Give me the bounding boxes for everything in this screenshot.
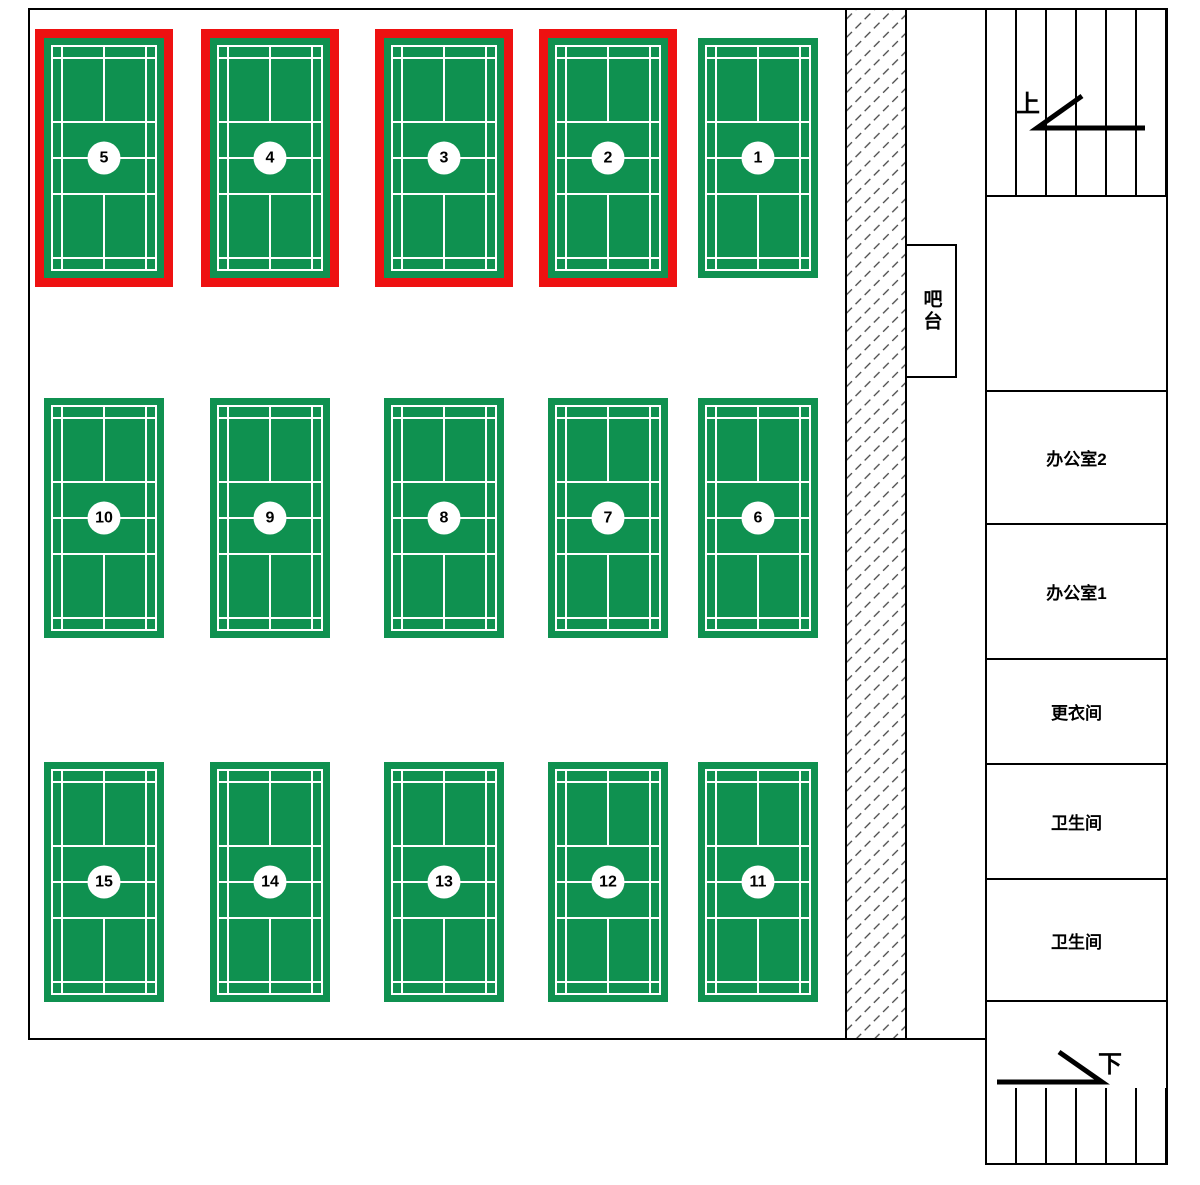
- court-12[interactable]: 12: [548, 762, 668, 1002]
- court-lines: [705, 405, 811, 631]
- room-office-1: 办公室1: [987, 525, 1166, 658]
- court-number: 2: [603, 149, 613, 166]
- court-number-badge: 7: [591, 501, 625, 535]
- bottom-wall-connector: [905, 1038, 987, 1040]
- court-13[interactable]: 13: [384, 762, 504, 1002]
- top-wall-connector: [905, 8, 987, 10]
- bar-counter-label: 吧台: [920, 289, 942, 333]
- court-number: 8: [439, 509, 449, 526]
- court-number: 7: [603, 509, 613, 526]
- hatch-pattern: [847, 10, 905, 1038]
- room-divider: [987, 878, 1166, 880]
- room-label: 卫生间: [1051, 814, 1102, 833]
- court-number-badge: 14: [253, 865, 287, 899]
- room-divider: [987, 523, 1166, 525]
- court-number-badge: 4: [253, 141, 287, 175]
- court-number: 3: [439, 149, 449, 166]
- bar-counter: 吧台: [905, 244, 957, 378]
- court-lines: [555, 769, 661, 995]
- court-number: 4: [265, 149, 275, 166]
- staircase-down-label: 下: [1098, 1051, 1122, 1078]
- room-label: 卫生间: [1051, 932, 1102, 952]
- court-number-badge: 1: [741, 141, 775, 175]
- room-label: 更衣间: [1051, 704, 1102, 723]
- court-number: 9: [265, 509, 275, 526]
- court-11[interactable]: 11: [698, 762, 818, 1002]
- court-number: 5: [99, 149, 109, 166]
- staircase-down-arrow: [997, 1049, 1110, 1085]
- court-2[interactable]: 2: [539, 29, 677, 287]
- court-lines: [391, 45, 497, 271]
- room-divider: [987, 763, 1166, 765]
- court-number-badge: 9: [253, 501, 287, 535]
- room-toilet-2: 卫生间: [987, 880, 1166, 1000]
- room-office-2: 办公室2: [987, 392, 1166, 523]
- corridor-hatch: [845, 10, 905, 1038]
- court-lines: [217, 45, 323, 271]
- court-number: 1: [753, 149, 763, 166]
- court-7[interactable]: 7: [548, 398, 668, 638]
- staircase-up-label: 上: [1016, 91, 1040, 118]
- court-number-badge: 11: [741, 865, 775, 899]
- court-number-badge: 8: [427, 501, 461, 535]
- room-toilet-1: 卫生间: [987, 765, 1166, 878]
- court-8[interactable]: 8: [384, 398, 504, 638]
- court-lines: [705, 45, 811, 271]
- court-number-badge: 13: [427, 865, 461, 899]
- court-4[interactable]: 4: [201, 29, 339, 287]
- court-number: 12: [599, 873, 617, 890]
- court-6[interactable]: 6: [698, 398, 818, 638]
- court-9[interactable]: 9: [210, 398, 330, 638]
- staircase-down-treads: [987, 1088, 1166, 1163]
- court-number: 10: [95, 509, 113, 526]
- room-divider: [987, 658, 1166, 660]
- room-label: 办公室1: [1046, 584, 1107, 603]
- court-number-badge: 5: [87, 141, 121, 175]
- court-lines: [51, 405, 157, 631]
- court-14[interactable]: 14: [210, 762, 330, 1002]
- court-number: 13: [435, 873, 453, 890]
- main-hall-wall: [28, 8, 907, 1040]
- staircase-up-arrow: [1029, 93, 1145, 131]
- court-5[interactable]: 5: [35, 29, 173, 287]
- court-number-badge: 3: [427, 141, 461, 175]
- room-label: 办公室2: [1046, 450, 1107, 469]
- court-15[interactable]: 15: [44, 762, 164, 1002]
- court-number-badge: 15: [87, 865, 121, 899]
- side-rooms-wall: [985, 8, 1168, 1165]
- room-divider: [987, 195, 1166, 197]
- court-10[interactable]: 10: [44, 398, 164, 638]
- court-lines: [705, 769, 811, 995]
- room-changing: 更衣间: [987, 660, 1166, 763]
- court-lines: [217, 769, 323, 995]
- court-3[interactable]: 3: [375, 29, 513, 287]
- court-number-badge: 2: [591, 141, 625, 175]
- court-lines: [391, 405, 497, 631]
- court-number: 6: [753, 509, 763, 526]
- room-divider: [987, 390, 1166, 392]
- court-number-badge: 10: [87, 501, 121, 535]
- court-number: 14: [261, 873, 279, 890]
- court-lines: [555, 45, 661, 271]
- court-number: 15: [95, 873, 113, 890]
- court-1[interactable]: 1: [698, 38, 818, 278]
- court-number-badge: 6: [741, 501, 775, 535]
- room-divider: [987, 1000, 1166, 1002]
- court-lines: [391, 769, 497, 995]
- court-number-badge: 12: [591, 865, 625, 899]
- court-number: 11: [749, 873, 767, 890]
- court-lines: [51, 769, 157, 995]
